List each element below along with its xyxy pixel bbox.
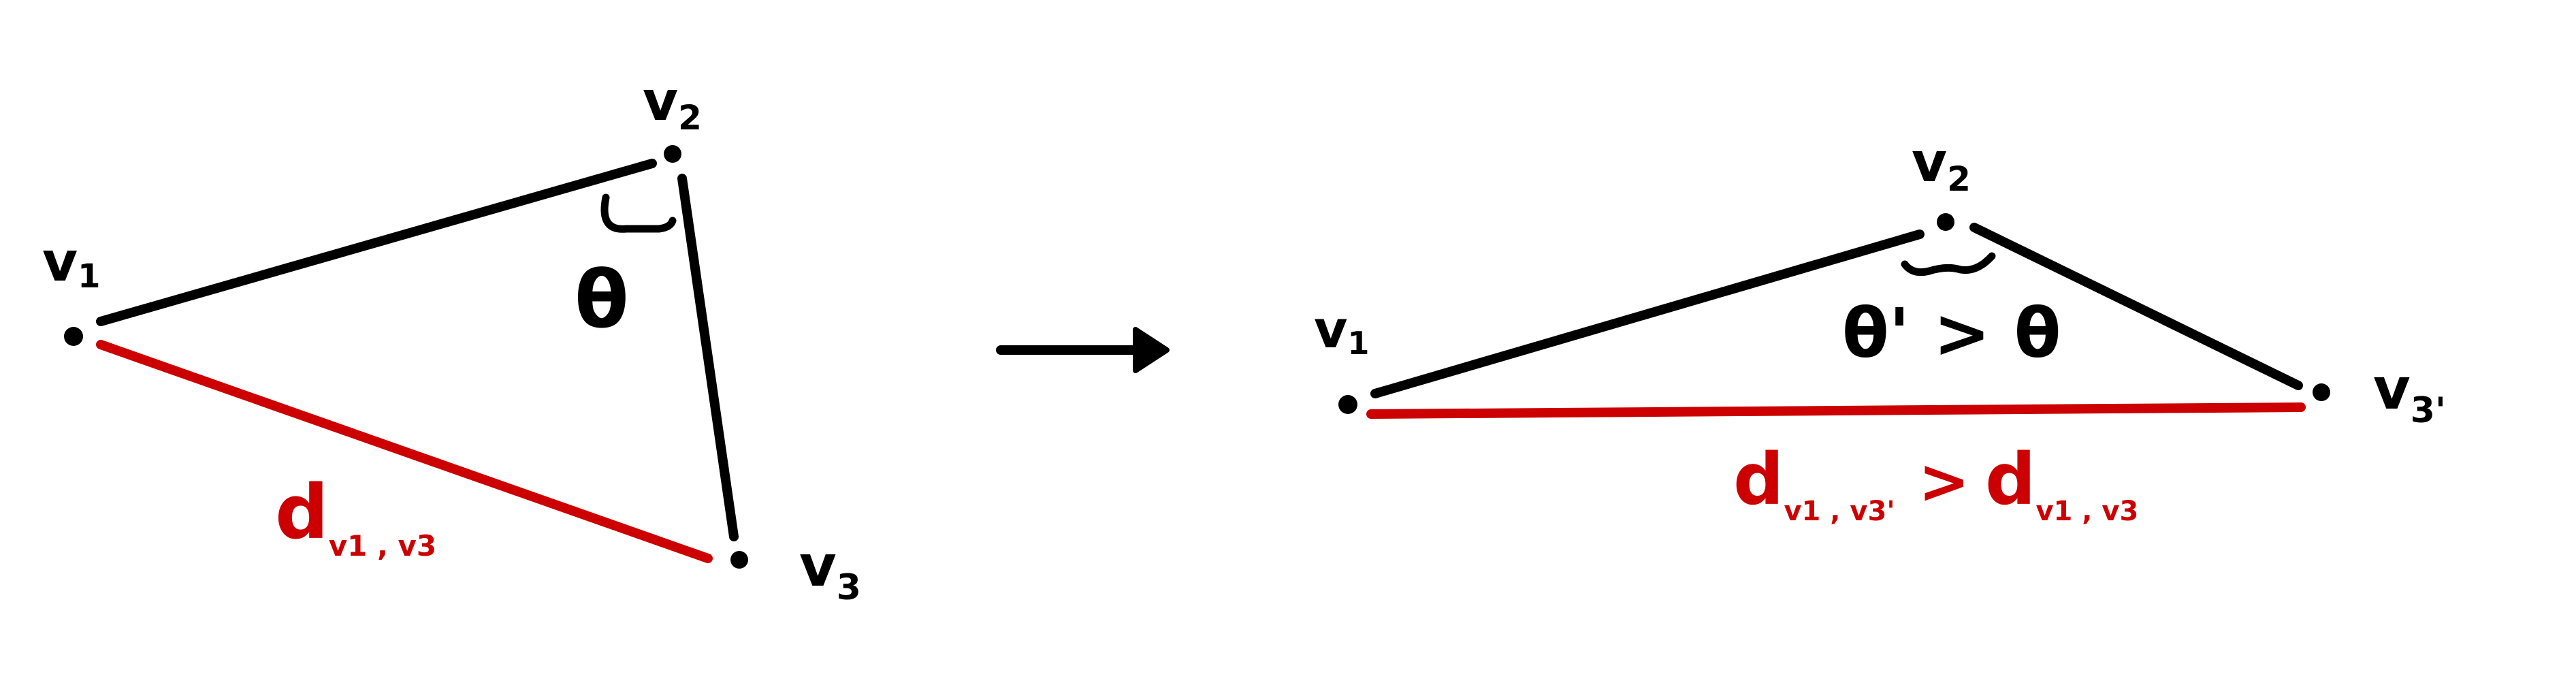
left-angle-arc	[600, 193, 677, 233]
transformation-arrow	[996, 327, 1170, 373]
left-v1-label: v1	[42, 230, 101, 296]
left-vertex-v3-dot	[730, 551, 748, 569]
left-vertex-v2-dot	[664, 145, 681, 163]
right-vertex-v1-dot	[1338, 395, 1357, 414]
right-distance-relation-symbol: >	[1918, 446, 1969, 518]
right-vertex-v3-dot	[2313, 383, 2330, 401]
right-edge-v1-v2	[1370, 229, 1925, 398]
right-edge-v1-v3-distance	[1366, 402, 2306, 419]
left-distance-label: dv1 , v3	[275, 469, 436, 563]
right-vertex-v2-dot	[1937, 213, 1954, 231]
arrow-head	[1133, 327, 1170, 373]
left-v3-label: v3	[799, 533, 861, 608]
right-angle-arc	[1901, 252, 1996, 276]
left-edge-v2-v3	[677, 174, 739, 541]
left-angle-theta-label: θ	[575, 254, 629, 346]
left-triangle: v1 v2 v3 θ dv1 , v3	[42, 69, 861, 608]
right-distance-old-label: dv1 , v3	[1985, 438, 2138, 527]
right-v1-label: v1	[1314, 299, 1370, 362]
left-edge-v1-v3-distance	[96, 340, 713, 563]
right-triangle: v1 v2 v3' θ' > θ dv1 , v3' > dv1 , v3	[1314, 131, 2446, 527]
right-distance-new-label: dv1 , v3'	[1733, 438, 1895, 527]
left-vertex-v1-dot	[64, 327, 83, 346]
right-edge-v2-v3	[1969, 223, 2303, 390]
right-v3-label: v3'	[2373, 355, 2446, 431]
left-v2-label: v2	[643, 69, 702, 138]
right-angle-relation-label: θ' > θ	[1842, 294, 2061, 373]
right-v2-label: v2	[1912, 131, 1971, 199]
left-edge-v1-v2	[96, 159, 657, 326]
